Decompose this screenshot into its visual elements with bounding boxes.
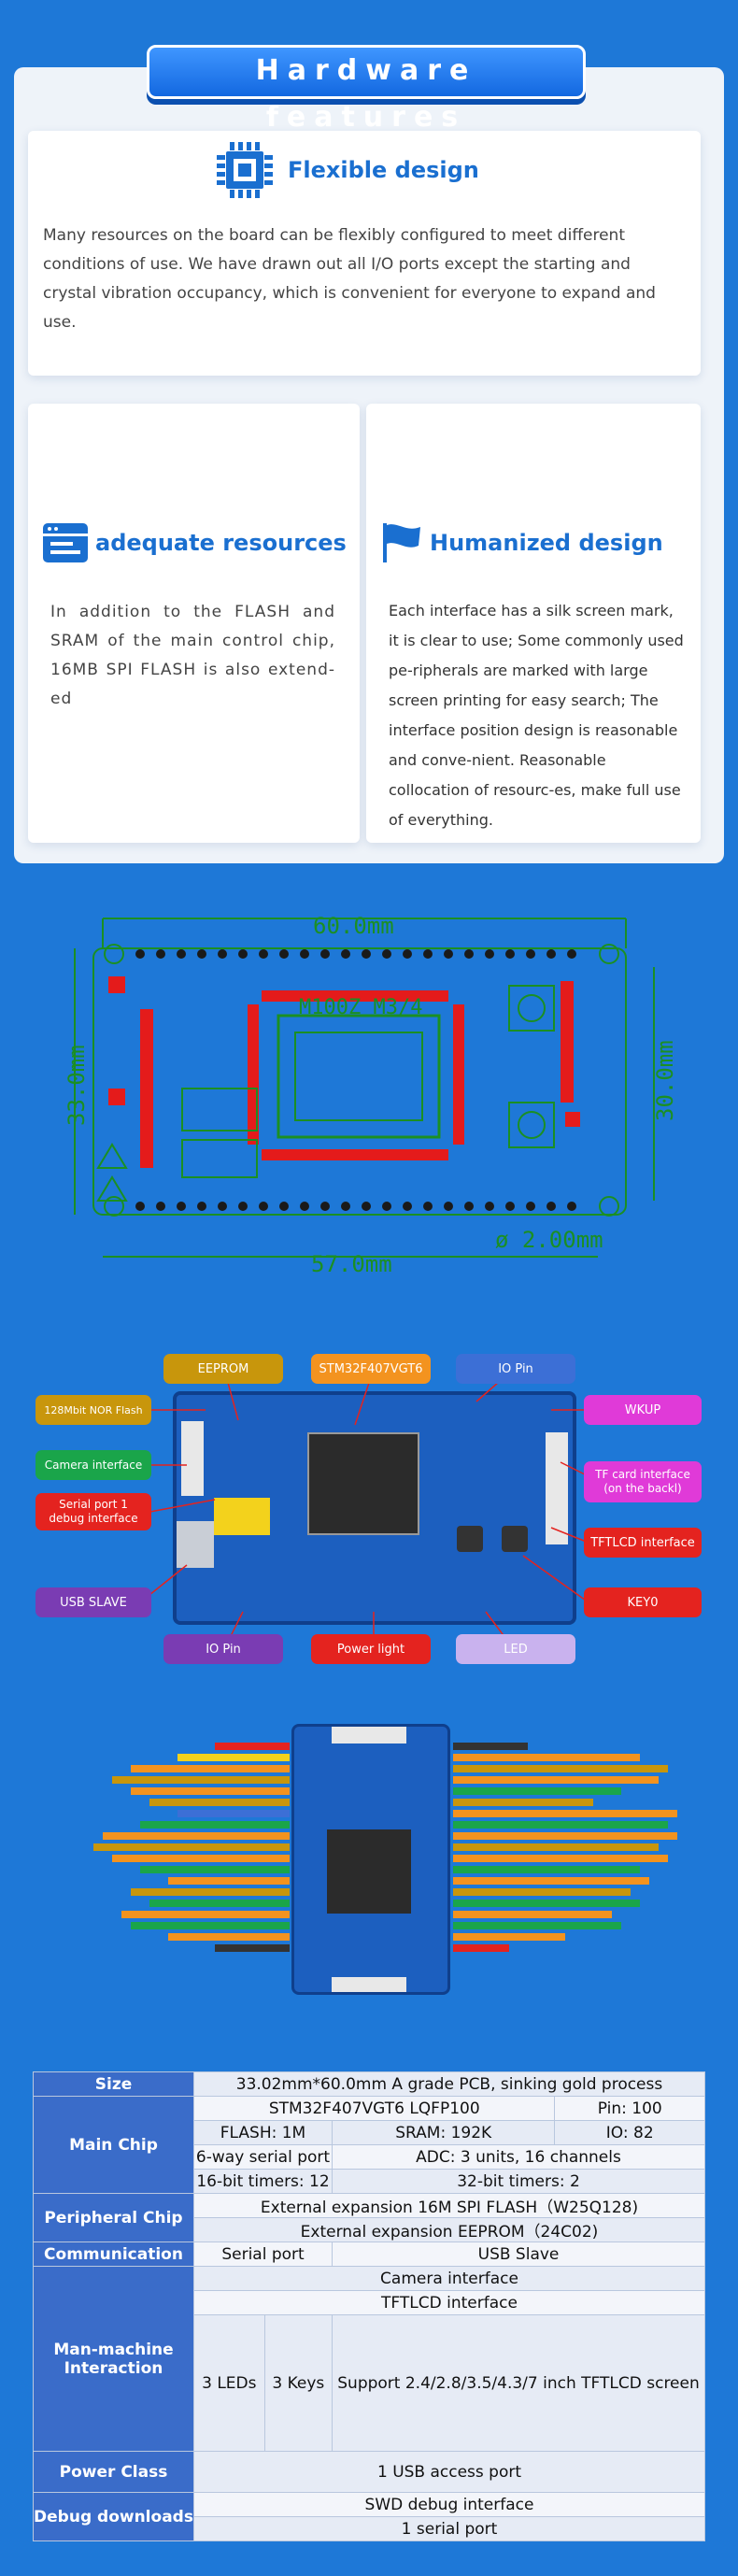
camera-connector: [181, 1421, 204, 1496]
callout-tftlcd: TFTLCD interface: [584, 1528, 702, 1558]
spec-main-chip-io: IO: 82: [554, 2120, 705, 2145]
spec-main-chip-timers32: 32-bit timers: 2: [332, 2169, 705, 2194]
flexible-design-heading: Flexible design: [215, 140, 479, 200]
page-title: Hardware features: [147, 45, 586, 134]
dim-width-bottom: 57.0mm: [311, 1251, 392, 1275]
flexible-design-text: Many resources on the board can be flexi…: [43, 226, 656, 332]
callout-tf-card: TF card interface (on the backl): [584, 1461, 702, 1502]
boot-button[interactable]: [457, 1526, 483, 1552]
spec-main-chip-flash: FLASH: 1M: [192, 2120, 334, 2145]
spec-power-label: Power Class: [33, 2451, 194, 2493]
board-callouts: EEPROM STM32F407VGT6 IO Pin 128Mbit NOR …: [28, 1341, 710, 1686]
spec-main-chip-adc: ADC: 3 units, 16 channels: [332, 2144, 705, 2170]
mcu-chip: [307, 1432, 419, 1535]
spec-interaction-label: Man-machine Interaction: [33, 2266, 194, 2452]
dim-height-left: 33.0mm: [64, 1045, 90, 1126]
adequate-resources-text: In addition to the FLASH and SRAM of the…: [50, 603, 335, 708]
key0-button[interactable]: [502, 1526, 528, 1552]
spec-main-chip-label: Main Chip: [33, 2096, 194, 2194]
dim-hole: ø 2.00mm: [495, 1227, 603, 1253]
spec-main-chip-model: STM32F407VGT6 LQFP100: [192, 2096, 556, 2121]
jumper-block: [214, 1498, 270, 1535]
humanized-design-card: Humanized design Each interface has a si…: [366, 404, 701, 843]
spec-interaction-leds: 3 LEDs: [193, 2314, 265, 2452]
callout-wkup: WKUP: [584, 1395, 702, 1425]
spec-table: Size 33.02mm*60.0mm A grade PCB, sinking…: [33, 2071, 705, 2541]
flag-icon: [383, 523, 420, 562]
spec-interaction-tftlcd: TFTLCD interface: [193, 2290, 705, 2315]
callout-key0: KEY0: [584, 1587, 702, 1617]
spec-communication-serial: Serial port: [192, 2242, 334, 2267]
spec-peripheral-label: Peripheral Chip: [33, 2193, 194, 2242]
adequate-resources-card: adequate resources In addition to the FL…: [28, 404, 360, 843]
board-label: M100Z M3/4: [299, 996, 422, 1019]
pin-header-top: [104, 944, 619, 1217]
flexible-design-card: Flexible design Many resources on the bo…: [28, 131, 701, 376]
adequate-resources-title: adequate resources: [95, 530, 347, 556]
spec-size-label: Size: [33, 2071, 194, 2097]
spec-peripheral-flash: External expansion 16M SPI FLASH（W25Q128…: [193, 2193, 705, 2218]
callout-power: Power light: [311, 1634, 431, 1664]
spec-debug-label: Debug downloads: [33, 2492, 194, 2541]
callout-nor-flash: 128Mbit NOR Flash: [35, 1395, 151, 1425]
usb-port: [177, 1521, 214, 1568]
adequate-resources-heading: adequate resources: [43, 523, 347, 562]
spec-debug-serial: 1 serial port: [193, 2516, 705, 2541]
callout-camera: Camera interface: [35, 1450, 151, 1480]
tftlcd-connector: [546, 1432, 568, 1544]
pin-label-blocks: [93, 1743, 677, 1952]
callout-mcu: STM32F407VGT6: [311, 1354, 431, 1384]
spec-size-value: 33.02mm*60.0mm A grade PCB, sinking gold…: [193, 2071, 705, 2097]
spec-main-chip-timers16: 16-bit timers: 12: [192, 2169, 334, 2194]
spec-debug-swd: SWD debug interface: [193, 2492, 705, 2517]
pinout-mcu: [327, 1829, 411, 1914]
dimension-drawing: 60.0mm 57.0mm 33.0mm 30.0mm ø 2.00mm M10…: [64, 913, 678, 1275]
spec-peripheral-eeprom: External expansion EEPROM（24C02): [193, 2217, 705, 2242]
dim-height-right: 30.0mm: [652, 1040, 678, 1121]
callout-io-bottom: IO Pin: [163, 1634, 283, 1664]
pinout-diagram: [75, 1724, 682, 1995]
humanized-design-text: Each interface has a silk screen mark, i…: [389, 602, 684, 829]
dim-width-top: 60.0mm: [313, 913, 394, 939]
humanized-design-heading: Humanized design: [381, 521, 663, 564]
callout-io-top: IO Pin: [456, 1354, 575, 1384]
spec-main-chip-serial: 6-way serial port: [192, 2144, 334, 2170]
spec-main-chip-sram: SRAM: 192K: [332, 2120, 556, 2145]
pinout-connector-bottom: [332, 1977, 406, 1992]
humanized-design-title: Humanized design: [430, 530, 663, 556]
callout-serial: Serial port 1 debug interface: [35, 1493, 151, 1530]
spec-interaction-camera: Camera interface: [193, 2266, 705, 2291]
flexible-design-title: Flexible design: [288, 157, 479, 183]
spec-interaction-keys: 3 Keys: [263, 2314, 334, 2452]
callout-usb-slave: USB SLAVE: [35, 1587, 151, 1617]
pinout-connector-top: [332, 1727, 406, 1743]
spec-communication-label: Communication: [33, 2242, 194, 2267]
server-icon: [43, 523, 88, 562]
spec-main-chip-pins: Pin: 100: [554, 2096, 705, 2121]
pinout-board: [291, 1724, 450, 1995]
chip-icon: [217, 142, 273, 198]
spec-communication-usb: USB Slave: [332, 2242, 705, 2267]
spec-power-value: 1 USB access port: [193, 2451, 705, 2493]
spec-interaction-screen: Support 2.4/2.8/3.5/4.3/7 inch TFTLCD sc…: [332, 2314, 705, 2452]
callout-eeprom: EEPROM: [163, 1354, 283, 1384]
board-photo: [173, 1391, 576, 1625]
callout-led: LED: [456, 1634, 575, 1664]
